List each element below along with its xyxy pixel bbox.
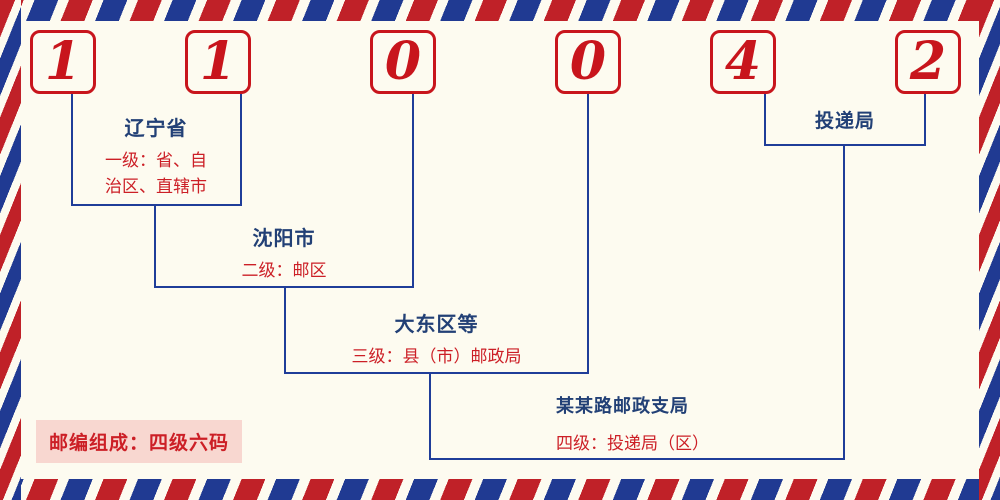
digit-box-2: 1 — [185, 30, 251, 94]
level-3-county-post-office: 大东区等 三级：县（市）邮政局 — [284, 308, 589, 370]
level-3-name: 大东区等 — [394, 312, 479, 336]
level-1-name: 辽宁省 — [124, 116, 188, 140]
postal-code-composition-note: 邮编组成：四级六码 — [36, 420, 243, 463]
level-1-province: 辽宁省 一级：省、自治区、直辖市 — [72, 112, 240, 201]
digit-5: 4 — [724, 31, 762, 92]
digit-4: 0 — [569, 31, 607, 92]
digit-2: 1 — [199, 31, 237, 92]
airmail-border-left — [0, 0, 21, 500]
airmail-border-right — [979, 0, 1000, 500]
digit-box-3: 0 — [370, 30, 436, 94]
connector-line — [412, 94, 414, 288]
digit-3: 0 — [384, 31, 422, 92]
level-1-desc: 一级：省、自治区、直辖市 — [105, 151, 207, 198]
connector-line — [764, 94, 766, 146]
airmail-border-bottom — [0, 479, 1000, 500]
delivery-office-label: 投递局 — [764, 106, 926, 133]
digit-1: 1 — [44, 31, 82, 92]
connector-line — [284, 286, 286, 374]
level-4-name: 某某路邮政支局 — [556, 396, 689, 417]
airmail-border-top — [0, 0, 1000, 21]
level-4-delivery-branch: 某某路邮政支局 四级：投递局（区） — [556, 392, 856, 457]
level-4-desc: 四级：投递局（区） — [556, 434, 709, 454]
connector-line — [764, 144, 926, 146]
connector-line — [843, 144, 845, 460]
connector-line — [71, 204, 242, 206]
connector-line — [154, 204, 156, 288]
connector-line — [924, 94, 926, 146]
level-2-name: 沈阳市 — [252, 226, 316, 250]
delivery-office-name: 投递局 — [814, 110, 875, 132]
connector-line — [284, 372, 589, 374]
connector-line — [429, 458, 845, 460]
digit-box-5: 4 — [710, 30, 776, 94]
digit-6: 2 — [909, 31, 947, 92]
connector-line — [71, 94, 73, 206]
connector-line — [240, 94, 242, 206]
connector-line — [429, 372, 431, 460]
level-2-desc: 二级：邮区 — [241, 261, 327, 281]
digit-box-1: 1 — [30, 30, 96, 94]
level-3-desc: 三级：县（市）邮政局 — [351, 347, 522, 367]
connector-line — [587, 94, 589, 374]
level-2-postal-district: 沈阳市 二级：邮区 — [154, 222, 414, 284]
digit-box-4: 0 — [555, 30, 621, 94]
digit-box-6: 2 — [895, 30, 961, 94]
